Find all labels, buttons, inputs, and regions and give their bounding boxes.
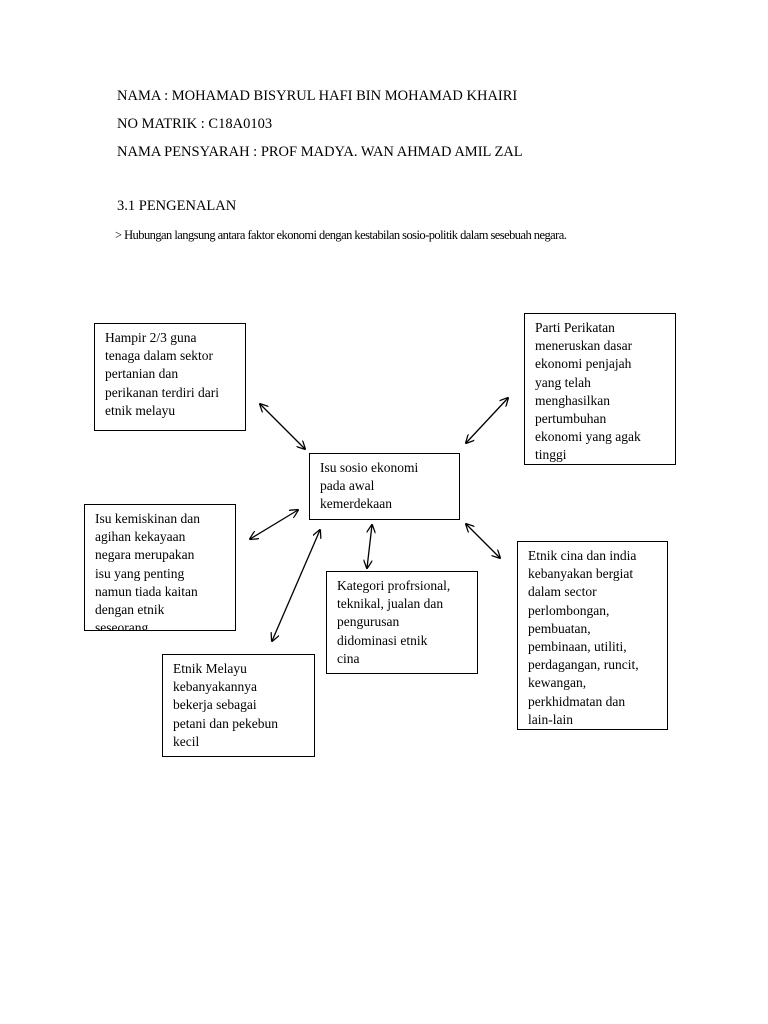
- arrow-bottom-left: [272, 530, 320, 641]
- arrow-top-right: [466, 398, 508, 443]
- box-mid-left-text: Isu kemiskinan dan agihan kekayaan negar…: [95, 511, 200, 631]
- lecturer-name: NAMA PENSYARAH : PROF MADYA. WAN AHMAD A…: [117, 144, 523, 160]
- intro-line: > Hubungan langsung antara faktor ekonom…: [115, 228, 567, 242]
- box-mid-left: Isu kemiskinan dan agihan kekayaan negar…: [84, 504, 236, 631]
- arrow-bottom-center: [367, 525, 372, 568]
- box-top-left: Hampir 2/3 guna tenaga dalam sektor pert…: [94, 323, 246, 431]
- box-bottom-left-text: Etnik Melayu kebanyakannya bekerja sebag…: [173, 661, 278, 749]
- box-bottom-center: Kategori profrsional, teknikal, jualan d…: [326, 571, 478, 674]
- arrow-right: [466, 524, 500, 558]
- box-bottom-center-text: Kategori profrsional, teknikal, jualan d…: [337, 578, 451, 666]
- box-center-text: Isu sosio ekonomi pada awal kemerdekaan: [320, 460, 419, 512]
- box-top-right: Parti Perikatan meneruskan dasar ekonomi…: [524, 313, 676, 465]
- box-bottom-left: Etnik Melayu kebanyakannya bekerja sebag…: [162, 654, 315, 757]
- arrow-top-left: [260, 404, 305, 449]
- section-heading: 3.1 PENGENALAN: [117, 198, 237, 214]
- box-top-left-text: Hampir 2/3 guna tenaga dalam sektor pert…: [105, 330, 219, 418]
- box-center: Isu sosio ekonomi pada awal kemerdekaan: [309, 453, 460, 520]
- box-top-right-text: Parti Perikatan meneruskan dasar ekonomi…: [535, 320, 641, 463]
- student-name: NAMA : MOHAMAD BISYRUL HAFI BIN MOHAMAD …: [117, 88, 518, 104]
- box-right-text: Etnik cina dan india kebanyakan bergiat …: [528, 548, 639, 727]
- matric-number: NO MATRIK : C18A0103: [117, 116, 273, 132]
- arrow-mid-left: [250, 510, 298, 539]
- box-right: Etnik cina dan india kebanyakan bergiat …: [517, 541, 668, 730]
